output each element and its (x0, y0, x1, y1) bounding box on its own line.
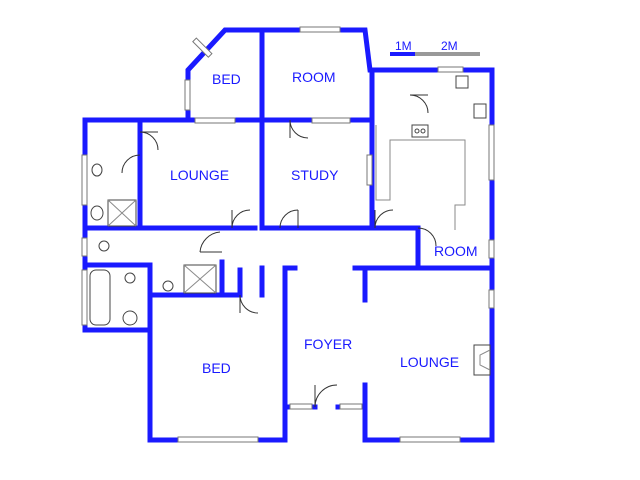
toilet-icon (90, 205, 104, 221)
scale-bar: 1M 2M (390, 39, 480, 56)
basin-icon-4 (162, 280, 174, 292)
scale-label-1m: 1M (395, 39, 412, 53)
room-label-room-top: ROOM (292, 69, 336, 85)
basin-icon-2 (98, 240, 110, 252)
basin-icon (91, 163, 103, 177)
fixtures (89, 75, 491, 376)
room-label-bed-bottom: BED (202, 360, 231, 376)
basin-icon-3 (124, 272, 136, 284)
windows (81, 26, 495, 443)
bathtub-icon (89, 269, 111, 326)
room-labels: BED ROOM LOUNGE STUDY ROOM FOYER LOUNGE … (170, 69, 478, 376)
scale-label-2m: 2M (441, 39, 458, 53)
room-label-bed-top: BED (212, 71, 241, 87)
doors (121, 94, 437, 408)
room-label-foyer: FOYER (304, 336, 352, 352)
room-label-room-right: ROOM (434, 243, 478, 259)
fridge-icon (473, 103, 487, 119)
sink-icon (455, 75, 469, 89)
room-label-lounge-left: LOUNGE (170, 167, 229, 183)
stove-icon (411, 124, 429, 138)
walls (82, 27, 495, 443)
fireplace-icon (473, 344, 491, 376)
toilet-icon-2 (122, 310, 138, 326)
room-label-study: STUDY (291, 167, 339, 183)
room-label-lounge-bottom: LOUNGE (400, 354, 459, 370)
